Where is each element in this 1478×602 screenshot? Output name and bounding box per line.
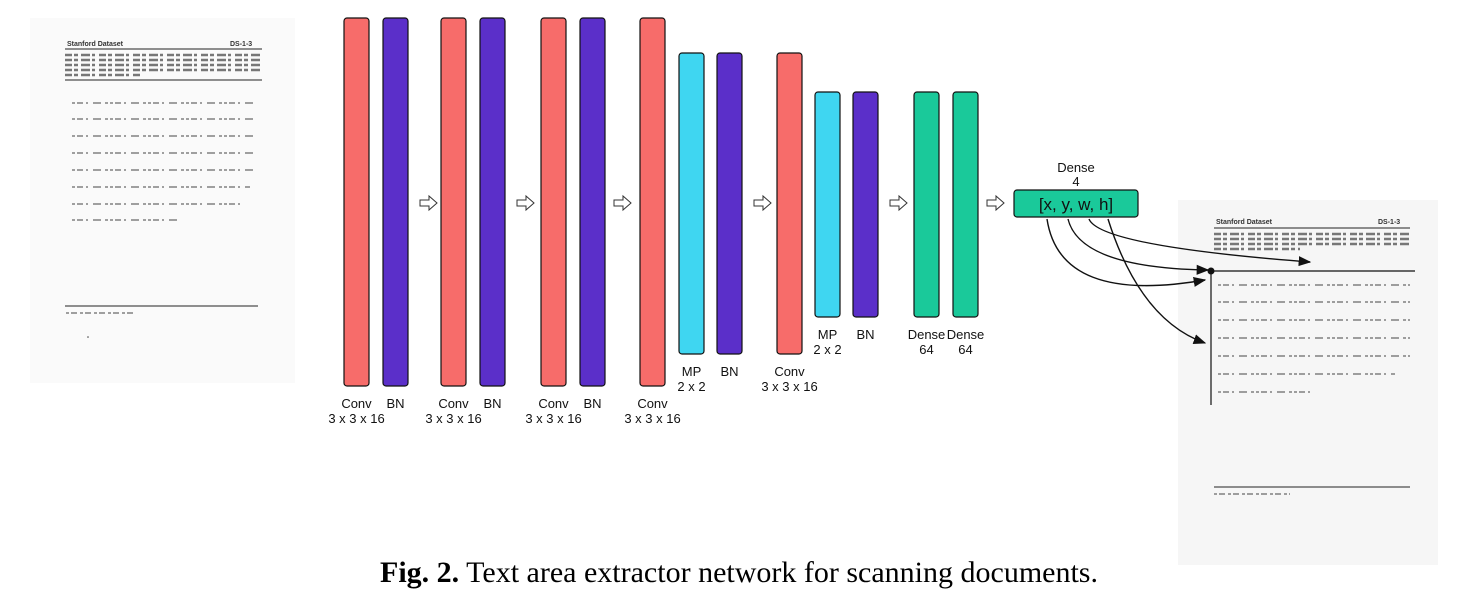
layer-11-label: MP (818, 327, 838, 342)
arrow-y (1067, 218, 1210, 275)
layer-2-bn (382, 17, 409, 387)
output-layer-title: Dense (1057, 160, 1095, 175)
input-document-image: Stanford Dataset DS-1-3 (30, 18, 295, 383)
output-box-text: [x, y, w, h] (1039, 195, 1113, 214)
input-doc-header-left: Stanford Dataset (67, 41, 124, 48)
output-layer-units: 4 (1072, 174, 1079, 189)
arrow-w (1046, 218, 1207, 287)
layer-10-label: Conv (774, 364, 805, 379)
layer-14-dense (952, 91, 979, 318)
layer-10-sublabel: 3 x 3 x 16 (761, 379, 817, 394)
flow-arrow-3 (613, 194, 632, 212)
layer-8-label: MP (682, 364, 702, 379)
layer-1-sublabel: 3 x 3 x 16 (328, 411, 384, 426)
layer-1-label: Conv (341, 396, 372, 411)
layer-14-sublabel: 64 (958, 342, 972, 357)
layer-5-sublabel: 3 x 3 x 16 (525, 411, 581, 426)
caption-text: Text area extractor network for scanning… (466, 556, 1098, 589)
output-document-image: Stanford Dataset DS-1-3 (1178, 200, 1438, 565)
layer-12-label: BN (856, 327, 874, 342)
layer-7-conv (639, 17, 666, 387)
layer-6-label: BN (583, 396, 601, 411)
input-doc-header-right: DS-1-3 (230, 41, 252, 48)
layer-6-bn (579, 17, 606, 387)
flow-arrows (419, 194, 1005, 212)
layer-5-label: Conv (538, 396, 569, 411)
output-doc-header-right: DS-1-3 (1378, 219, 1400, 226)
flow-arrow-1 (419, 194, 438, 212)
flow-arrow-4 (753, 194, 772, 212)
layer-11-maxpool (814, 91, 841, 318)
layer-3-conv (440, 17, 467, 387)
layer-3-sublabel: 3 x 3 x 16 (425, 411, 481, 426)
layer-4-bn (479, 17, 506, 387)
flow-arrow-5 (889, 194, 908, 212)
caption-prefix: Fig. 2. (380, 556, 460, 589)
output-mapping-arrows (1046, 218, 1312, 344)
layer-13-label: Dense (908, 327, 946, 342)
layer-10-conv (776, 52, 803, 355)
layer-14-label: Dense (947, 327, 985, 342)
layer-8-maxpool (678, 52, 705, 355)
layer-8-sublabel: 2 x 2 (677, 379, 705, 394)
layer-3-label: Conv (438, 396, 469, 411)
arrow-x (1088, 218, 1312, 267)
figure-caption: Fig. 2. Text area extractor network for … (0, 556, 1478, 590)
flow-arrow-2 (516, 194, 535, 212)
layer-9-bn (716, 52, 743, 355)
layer-5-conv (540, 17, 567, 387)
layer-4-label: BN (483, 396, 501, 411)
layer-12-bn (852, 91, 879, 318)
layer-2-label: BN (386, 396, 404, 411)
arrow-h (1107, 218, 1207, 344)
layer-7-label: Conv (637, 396, 668, 411)
layer-11-sublabel: 2 x 2 (813, 342, 841, 357)
output-layer: Dense 4 [x, y, w, h] (1013, 160, 1139, 218)
output-box (1013, 189, 1139, 218)
layer-9-label: BN (720, 364, 738, 379)
layer-7-sublabel: 3 x 3 x 16 (624, 411, 680, 426)
layer-13-dense (913, 91, 940, 318)
layer-13-sublabel: 64 (919, 342, 933, 357)
flow-arrow-6 (986, 194, 1005, 212)
output-doc-header-left: Stanford Dataset (1216, 219, 1273, 226)
layer-1-conv (343, 17, 370, 387)
